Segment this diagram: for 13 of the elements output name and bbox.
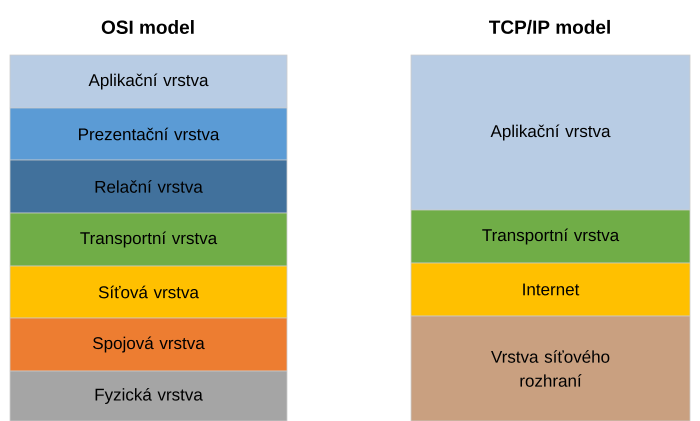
layer-box: Spojová vrstva [10,318,288,372]
layer-box: Relační vrstva [10,160,288,214]
layer-box: Aplikační vrstva [10,54,288,108]
column-title: OSI model [102,20,194,34]
layer-box: Fyzická vrstva [10,370,288,421]
layer-box: Vrstva síťového rozhraní [410,316,690,421]
layer-box: Aplikační vrstva [410,54,690,210]
layer-box: Internet [410,262,690,316]
layer-box: Prezentační vrstva [10,108,288,160]
layer-box: Síťová vrstva [10,266,288,318]
layer-box: Transportní vrstva [410,210,690,264]
column-title: TCP/IP model [489,20,610,34]
layer-box: Transportní vrstva [10,212,288,266]
